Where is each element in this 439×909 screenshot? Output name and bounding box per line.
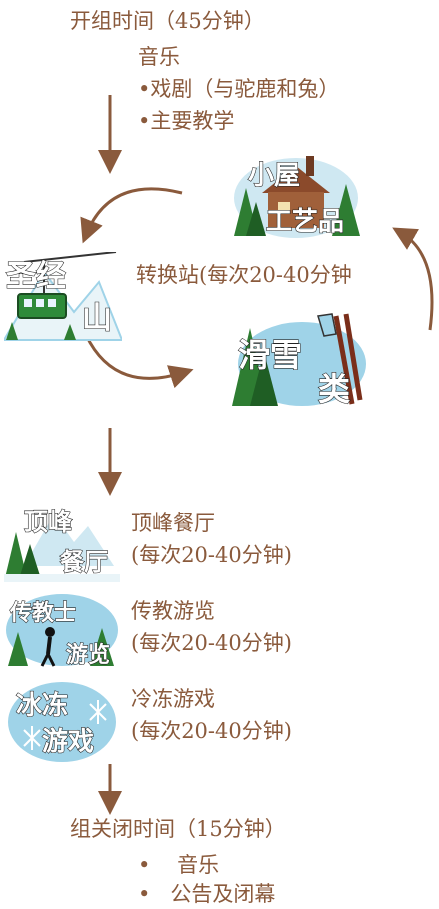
- opening-item-drama: •戏剧（与驼鹿和兔）: [138, 77, 340, 101]
- svg-text:传教士: 传教士: [9, 600, 76, 626]
- session-1-title: 顶峰餐厅: [131, 511, 215, 535]
- opening-item-teaching: •主要教学: [138, 109, 235, 133]
- session-1-duration: (每次20-40分钟): [131, 543, 292, 567]
- closing-item-music: • 音乐: [138, 853, 220, 877]
- svg-text:餐厅: 餐厅: [60, 548, 108, 576]
- arrow-cabin-to-mountain: [80, 187, 183, 244]
- session-3-duration: (每次20-40分钟): [131, 719, 292, 743]
- missionary-tour-icon: 传教士 游览: [4, 592, 120, 670]
- opening-title: 开组时间（45分钟）: [70, 9, 265, 33]
- svg-text:小屋: 小屋: [248, 161, 300, 191]
- ski-icon: 滑雪 类: [232, 312, 366, 408]
- opening-item-music: 音乐: [138, 45, 180, 69]
- svg-text:游览: 游览: [66, 642, 110, 668]
- closing-title: 组关闭时间（15分钟）: [70, 817, 286, 841]
- svg-text:圣经: 圣经: [6, 259, 66, 294]
- svg-text:类: 类: [318, 370, 350, 408]
- bible-mountain-icon: 圣经 山: [4, 252, 122, 344]
- freeze-games-icon: 冰冻 游戏: [6, 680, 118, 764]
- summit-restaurant-icon: 顶峰 餐厅: [4, 502, 120, 582]
- arrow-mountain-to-ski: [84, 334, 194, 389]
- session-2-duration: (每次20-40分钟): [131, 631, 292, 655]
- svg-text:山: 山: [82, 301, 112, 336]
- rotation-station-label: 转换站(每次20-40分钟: [136, 263, 352, 287]
- session-3-title: 冷冻游戏: [131, 687, 215, 711]
- svg-text:顶峰: 顶峰: [24, 508, 72, 536]
- cabin-crafts-icon: 小屋 工艺品: [232, 148, 360, 238]
- session-2-title: 传教游览: [131, 599, 215, 623]
- svg-text:工艺品: 工艺品: [266, 207, 344, 237]
- arrow-ski-to-cabin: [392, 227, 434, 331]
- closing-item-announcements: • 公告及闭幕: [138, 882, 276, 906]
- svg-text:游戏: 游戏: [42, 727, 94, 757]
- svg-text:滑雪: 滑雪: [238, 336, 302, 374]
- svg-text:冰冻: 冰冻: [16, 690, 68, 721]
